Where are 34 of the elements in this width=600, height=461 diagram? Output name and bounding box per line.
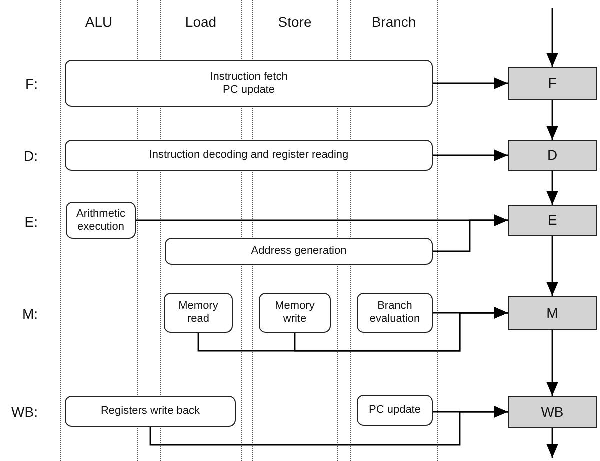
process-box: Instruction decoding and register reading	[65, 140, 433, 171]
column-header: Branch	[370, 14, 418, 30]
arrow	[433, 78, 508, 90]
process-box: Arithmetic execution	[66, 202, 136, 239]
arrow	[546, 330, 558, 396]
stage-label: E:	[24, 214, 38, 230]
stage-label: M:	[22, 306, 38, 322]
arrow	[546, 236, 558, 296]
stage-box: F	[508, 67, 597, 100]
stage-label: WB:	[12, 404, 38, 420]
stage-box: D	[508, 140, 597, 171]
process-box: Registers write back	[65, 396, 236, 427]
stage-box: M	[508, 296, 597, 330]
arrow	[433, 406, 508, 418]
arrow	[546, 8, 558, 67]
stage-box: WB	[508, 396, 597, 428]
process-box: Branch evaluation	[357, 293, 433, 333]
stage-label: F:	[26, 76, 38, 92]
column-header: Store	[277, 14, 313, 30]
arrow	[433, 150, 508, 162]
arrow	[546, 171, 558, 205]
process-box: Instruction fetch PC update	[65, 60, 433, 107]
column-header: ALU	[84, 14, 114, 30]
process-box: Memory write	[259, 293, 331, 333]
arrow	[546, 100, 558, 140]
process-box: PC update	[357, 395, 433, 426]
arrow	[433, 214, 508, 252]
arrow	[546, 428, 558, 458]
stage-box: E	[508, 205, 597, 236]
process-box: Memory read	[164, 293, 233, 333]
stage-label: D:	[24, 148, 38, 164]
column-header: Load	[184, 14, 218, 30]
arrow	[433, 307, 508, 319]
process-box: Address generation	[165, 238, 433, 265]
